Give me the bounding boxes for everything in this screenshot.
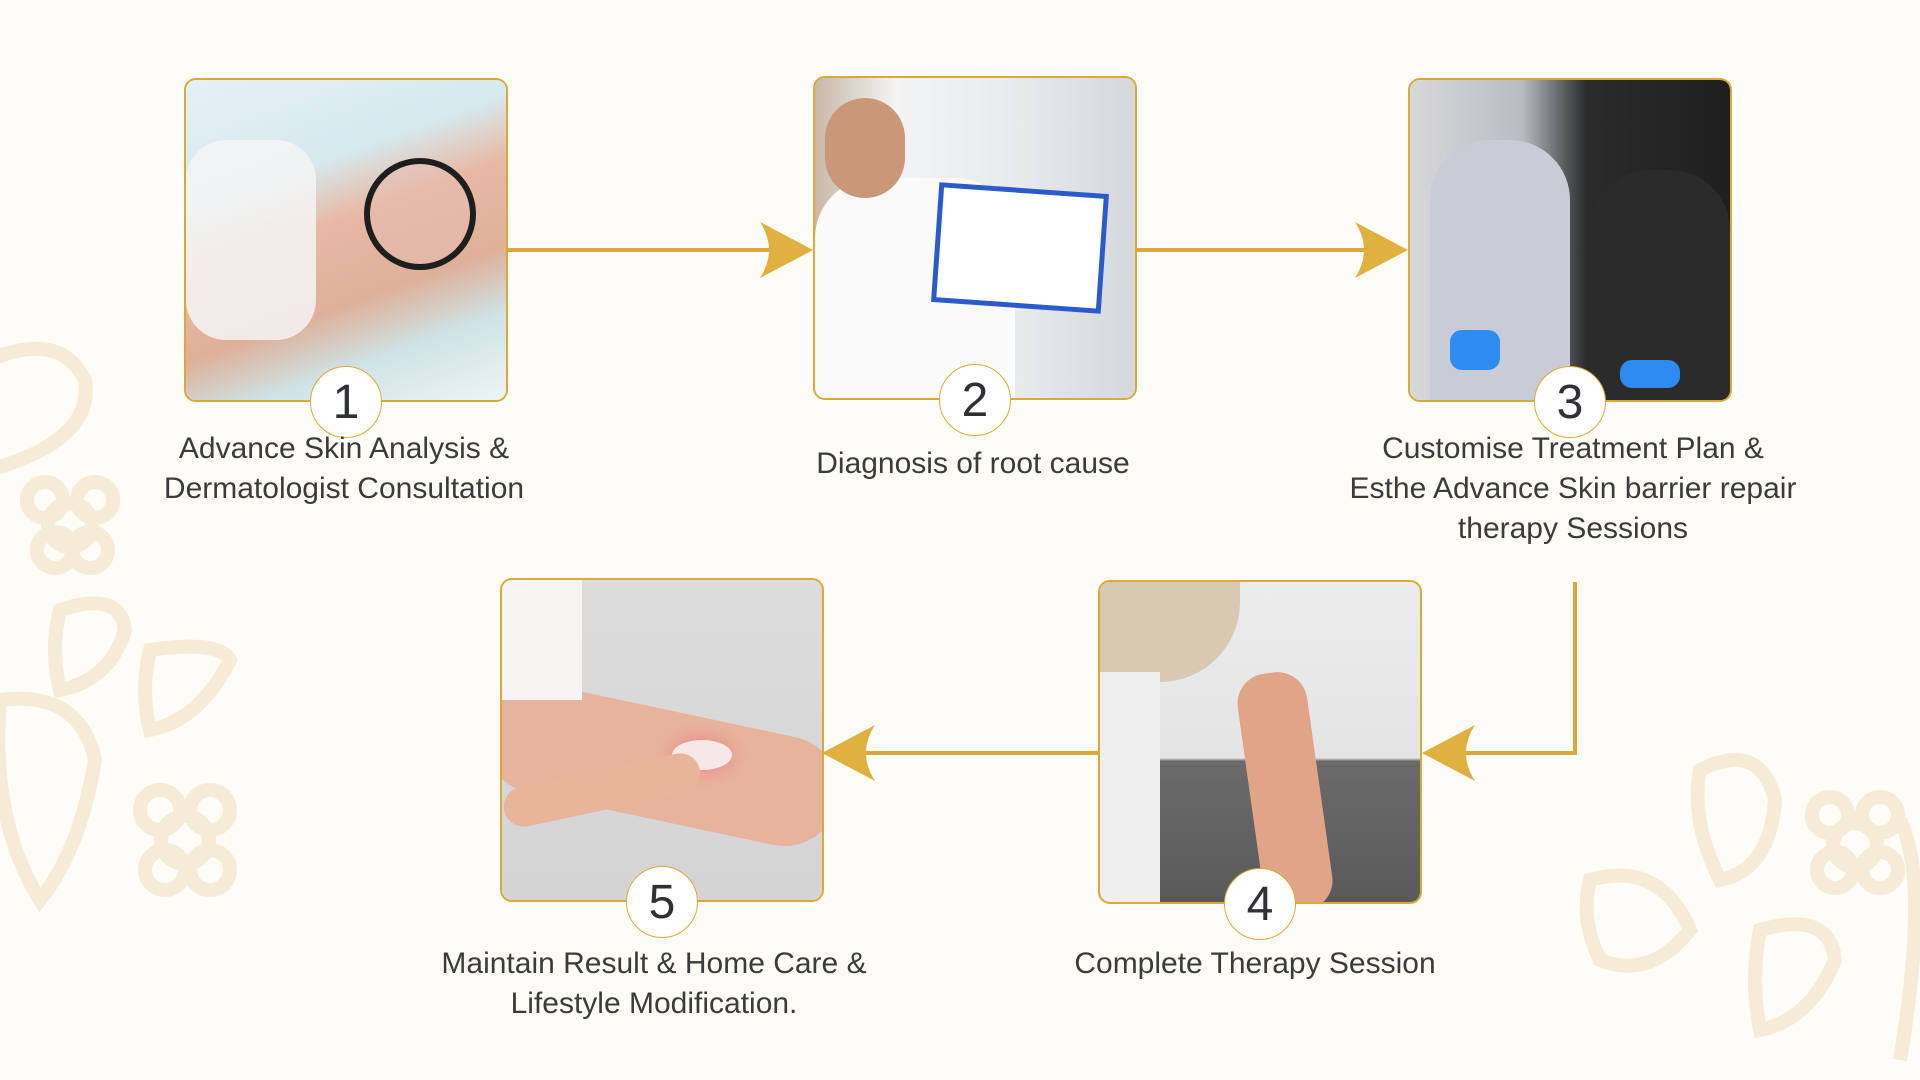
magnifier-icon [364,158,476,270]
step-4-label: Complete Therapy Session [995,944,1515,984]
label-line: Dermatologist Consultation [163,472,525,505]
step-3-card: 3 [1408,78,1732,438]
label-line: Lifestyle Modification. [510,987,798,1020]
home-care-photo [502,580,822,900]
step-number-badge: 2 [939,364,1011,436]
step-5-card: 5 [500,578,824,938]
arrowhead-right-icon [760,222,813,278]
label-line: Complete Therapy Session [1074,947,1436,980]
step-1-card: 1 [184,78,508,438]
step-2-card: 2 [813,76,1137,436]
treatment-session-photo [1410,80,1730,400]
step-number-badge: 4 [1224,868,1296,940]
arrowhead-right-icon [1355,222,1408,278]
doctor-diagnosis-photo [815,78,1135,398]
step-number-badge: 1 [310,366,382,438]
step-4-card: 4 [1098,580,1422,940]
label-line: Maintain Result & Home Care & [441,947,867,980]
label-line: therapy Sessions [1457,512,1689,545]
step-5-label: Maintain Result & Home Care & Lifestyle … [394,944,914,1024]
label-line: Esthe Advance Skin barrier repair [1349,472,1797,505]
label-line: Customise Treatment Plan & [1382,432,1764,465]
arrowhead-left-icon [822,725,875,781]
therapy-session-photo [1100,582,1420,902]
step-3-label: Customise Treatment Plan & Esthe Advance… [1313,429,1833,549]
step-number-badge: 3 [1534,366,1606,438]
label-line: Diagnosis of root cause [816,447,1130,480]
arrowhead-left-icon [1422,725,1475,781]
label-line: Advance Skin Analysis & [178,432,510,465]
skin-analysis-photo [186,80,506,400]
connector-3-4 [1445,582,1577,755]
step-2-label: Diagnosis of root cause [713,444,1233,484]
step-number-badge: 5 [626,866,698,938]
step-1-label: Advance Skin Analysis & Dermatologist Co… [84,429,604,509]
